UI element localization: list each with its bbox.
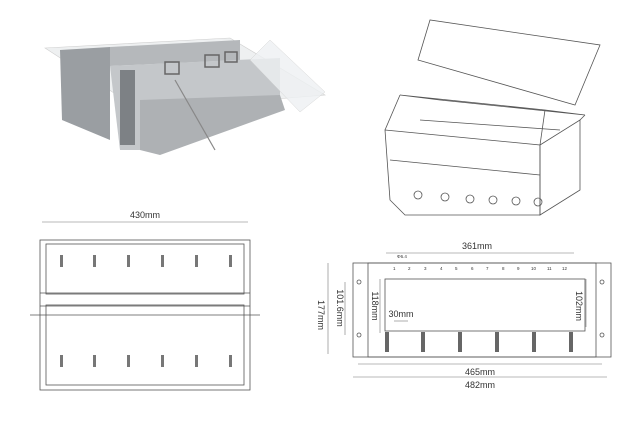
svg-text:10: 10 <box>531 266 537 271</box>
svg-text:2: 2 <box>408 266 411 271</box>
svg-text:1: 1 <box>393 266 396 271</box>
svg-text:11: 11 <box>547 266 552 271</box>
inner-width-label: 361mm <box>462 241 492 251</box>
svg-text:5: 5 <box>455 266 458 271</box>
height-label: 177mm <box>316 300 326 330</box>
front-handles <box>385 332 573 352</box>
isometric-handle-holes <box>413 190 543 207</box>
top-view-slots <box>60 255 232 367</box>
slot-numbers: 1 2 3 4 5 6 7 8 9 10 11 12 <box>393 266 568 271</box>
svg-text:6: 6 <box>471 266 474 271</box>
svg-text:4: 4 <box>440 266 443 271</box>
isometric-drawing <box>384 19 601 216</box>
svg-text:3: 3 <box>424 266 427 271</box>
svg-text:8: 8 <box>502 266 505 271</box>
top-view-drawing: 430mm <box>30 210 260 391</box>
hole-diameter-label: Φ6.4 <box>397 254 407 259</box>
top-view-width-label: 430mm <box>130 210 160 220</box>
svg-text:7: 7 <box>486 266 489 271</box>
overall-width-label: 482mm <box>465 380 495 390</box>
inner-height-label: 118mm <box>370 291 380 320</box>
svg-text:9: 9 <box>517 266 520 271</box>
chassis-photo <box>44 37 326 155</box>
pitch-label: 30mm <box>388 309 413 319</box>
mounting-holes <box>356 279 605 338</box>
right-height-label: 102mm <box>574 291 584 321</box>
front-view-drawing: 361mm Φ6.4 1 2 3 4 5 6 7 8 9 10 11 12 17… <box>316 241 612 390</box>
svg-text:12: 12 <box>562 266 568 271</box>
mid-width-label: 465mm <box>465 367 495 377</box>
mount-spacing-label: 101.6mm <box>335 289 345 327</box>
